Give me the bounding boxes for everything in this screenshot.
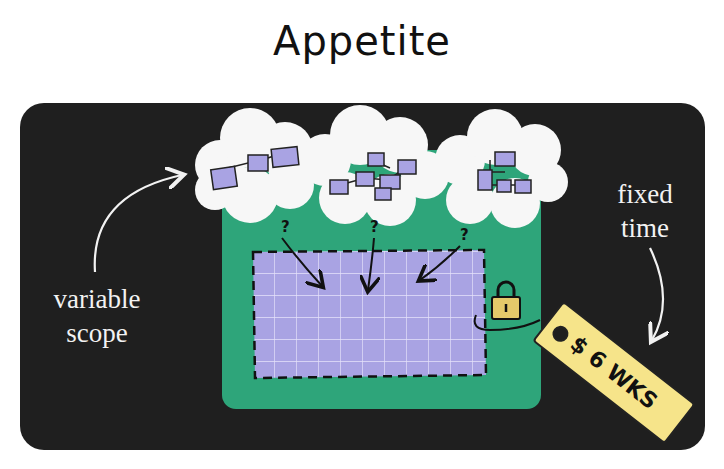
diagram-title: Appetite — [273, 18, 451, 64]
question-mark: ? — [281, 218, 290, 236]
question-mark: ? — [460, 226, 469, 244]
side-label: variable scope — [38, 283, 156, 351]
question-mark: ? — [370, 218, 379, 236]
tag-hole — [550, 322, 572, 344]
side-label: fixed time — [590, 178, 700, 246]
